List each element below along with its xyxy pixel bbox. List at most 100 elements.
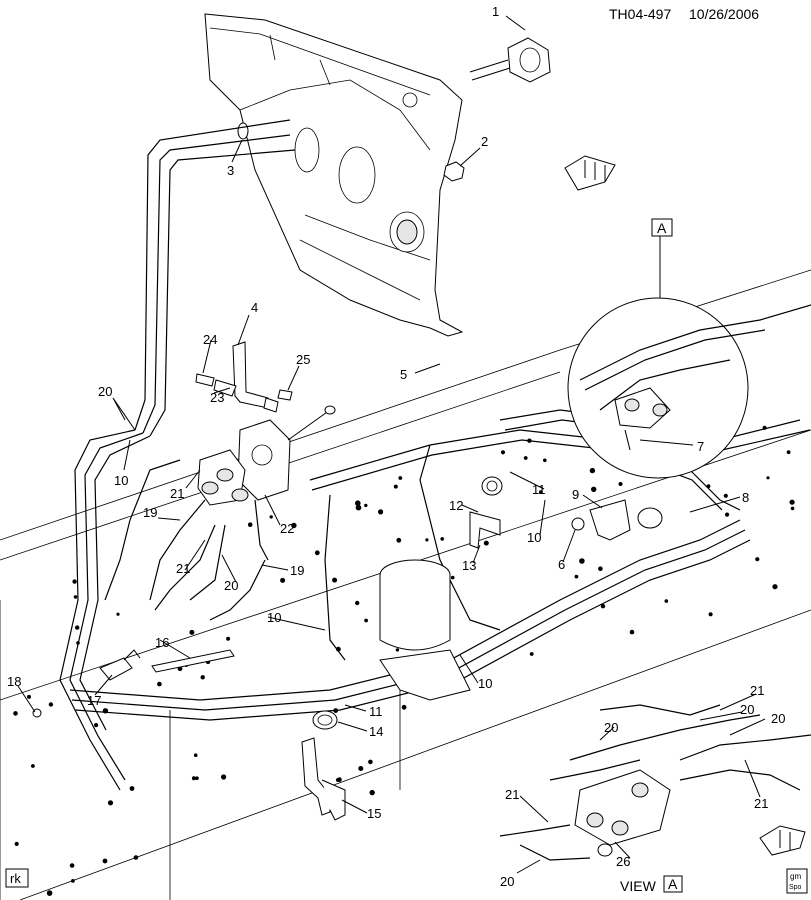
- frame-hole: [574, 574, 579, 579]
- frame-hole: [591, 486, 597, 492]
- callout-8: 8: [742, 490, 749, 505]
- frame-hole: [629, 629, 635, 635]
- frame-hole: [27, 694, 31, 699]
- frame-hole: [72, 579, 77, 584]
- drawing-date: 10/26/2006: [689, 6, 759, 22]
- callout-21-e: 21: [505, 787, 519, 802]
- frame-hole: [772, 584, 778, 590]
- hoses-left: [104, 459, 269, 621]
- frame-hole: [358, 766, 364, 771]
- frame-hole: [723, 493, 728, 498]
- callout-9: 9: [572, 487, 579, 502]
- callout-7: 7: [697, 439, 704, 454]
- front-arrow-icon-lower: [759, 825, 806, 856]
- frame-hole: [450, 575, 455, 580]
- frame-hole: [116, 612, 120, 616]
- part-4-bracket: [195, 341, 293, 413]
- frame-hole: [31, 764, 35, 768]
- part-12-bracket: [469, 511, 501, 549]
- part-11-clip-upper: [481, 476, 503, 496]
- frame-hole: [440, 537, 445, 541]
- frame-hole: [200, 675, 205, 680]
- part-14-clamp: [312, 710, 338, 730]
- frame-hole: [766, 476, 770, 480]
- part-22-valve: [197, 405, 336, 506]
- frame-hole: [790, 506, 795, 511]
- frame-hole: [618, 482, 623, 486]
- frame-hole: [369, 789, 375, 796]
- frame-hole: [600, 604, 606, 609]
- frame-hole: [598, 566, 603, 571]
- brake-line-bundle: [69, 409, 811, 721]
- frame-hole: [226, 636, 231, 641]
- front-arrow-icon-upper: [564, 155, 616, 191]
- callout-23: 23: [210, 390, 224, 405]
- callout-14: 14: [369, 724, 383, 739]
- callout-25: 25: [296, 352, 310, 367]
- callout-11-lower: 11: [369, 704, 383, 719]
- frame-hole: [291, 522, 297, 529]
- frame-hole: [73, 595, 78, 599]
- frame-hole: [69, 863, 75, 868]
- callout-3: 3: [227, 163, 234, 178]
- frame-hole: [13, 711, 18, 716]
- frame-hole: [393, 484, 398, 489]
- frame-hole: [401, 704, 407, 710]
- frame-hole: [94, 723, 99, 728]
- callout-2: 2: [481, 134, 488, 149]
- frame-hole: [378, 509, 384, 515]
- leader-lines: [17, 15, 766, 874]
- callout-10-b: 10: [527, 530, 541, 545]
- frame-hole: [48, 702, 54, 707]
- frame-hole: [539, 490, 543, 494]
- frame-hole: [221, 774, 227, 780]
- part-17-clip: [99, 649, 141, 681]
- view-caption-box: [663, 875, 683, 893]
- callout-16: 16: [155, 635, 169, 650]
- frame-hole: [71, 879, 75, 883]
- center-tank: [379, 559, 471, 701]
- frame-hole: [398, 476, 403, 480]
- frame-hole: [129, 786, 135, 791]
- callout-18: 18: [7, 674, 21, 689]
- frame-hole: [589, 467, 596, 474]
- frame-hole: [107, 800, 114, 806]
- frame-hole: [314, 550, 320, 556]
- callout-13: 13: [462, 558, 476, 573]
- frame-hole: [355, 504, 362, 511]
- callout-5: 5: [400, 367, 407, 382]
- cab-panel: [204, 13, 464, 337]
- corner-tag: rk: [10, 871, 21, 886]
- frame-hole: [396, 537, 402, 543]
- frame-hole: [755, 557, 760, 562]
- callout-24: 24: [203, 332, 217, 347]
- callout-26: 26: [616, 854, 630, 869]
- frame-hole: [708, 612, 713, 617]
- callout-21-d: 21: [754, 796, 768, 811]
- frame-hole: [529, 652, 534, 656]
- callout-15: 15: [367, 806, 381, 821]
- frame-hole: [193, 753, 198, 757]
- frame-hole: [280, 577, 286, 583]
- frame-hole: [543, 458, 547, 463]
- frame-hole: [46, 890, 53, 896]
- part-1-fitting: [469, 37, 551, 83]
- callout-4: 4: [251, 300, 258, 315]
- frame-hole: [664, 599, 669, 603]
- callout-20-e: 20: [771, 711, 785, 726]
- callout-20-b: 20: [224, 578, 238, 593]
- frame-hole: [191, 776, 196, 781]
- part-18-fastener: [32, 708, 42, 718]
- callout-10-c: 10: [267, 610, 281, 625]
- detail-circle: [567, 230, 811, 479]
- frame-hole: [789, 499, 795, 505]
- view-ref-letter: A: [657, 220, 667, 236]
- callout-21-a: 21: [170, 486, 184, 501]
- frame-hole: [269, 515, 273, 519]
- part-16-clip: [151, 649, 235, 673]
- frame-hole: [579, 558, 585, 564]
- callout-20-c: 20: [604, 720, 618, 735]
- frame-hole: [75, 625, 80, 630]
- part-3-grommet: [237, 122, 249, 140]
